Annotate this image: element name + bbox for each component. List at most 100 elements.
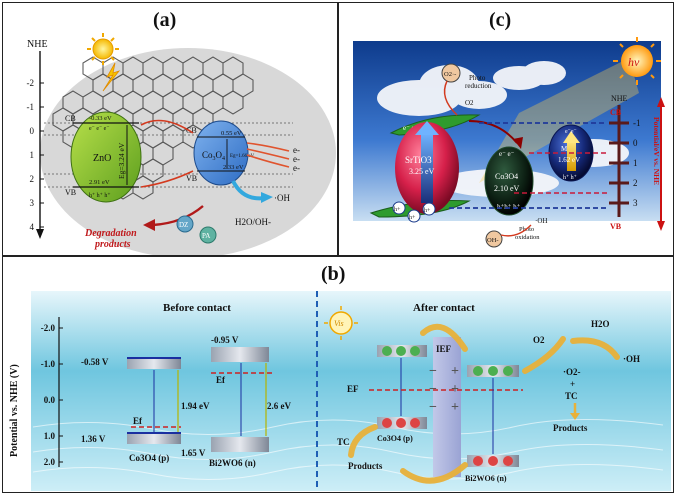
panel-c-diagram: hν e⁻ e⁻ e⁻ e⁻ SrTiO3 3.25 eV h+ h+ h+ O… bbox=[353, 37, 665, 248]
vis-label: Vis bbox=[334, 319, 344, 328]
y-tick: 0.0 bbox=[44, 395, 56, 405]
degradation-label-line2: products bbox=[94, 239, 131, 250]
zno-cb-label: CB bbox=[65, 114, 76, 123]
nhe-tick: 1 bbox=[633, 158, 638, 168]
vis-sun-icon bbox=[324, 306, 358, 340]
photo-reduction-line2: reduction bbox=[465, 82, 492, 90]
third-holes: h⁺ h⁺ bbox=[563, 175, 577, 181]
nhe-tick: -1 bbox=[27, 102, 35, 112]
after-contact-title: After contact bbox=[413, 302, 475, 314]
srtio3-holes: h+ h+ h+ bbox=[392, 201, 436, 223]
hole-transfer-arrow bbox=[140, 170, 194, 188]
co3o4-cb-label: CB bbox=[186, 126, 197, 135]
oxidation-arrow bbox=[500, 224, 532, 237]
panel-a-diagram: NHE -2 -1 0 1 2 3 4 ZnO Eg=3.24 e bbox=[27, 33, 336, 255]
co3o4-gap: 2.10 eV bbox=[494, 184, 520, 193]
co3o4-electrons: e⁻ e⁻ bbox=[499, 150, 515, 158]
products-right-label: Products bbox=[553, 423, 588, 433]
tc-right-label: TC bbox=[565, 391, 578, 401]
tc-left-label: TC bbox=[337, 437, 350, 447]
co3o4-vb-band bbox=[127, 433, 181, 444]
third-excitation-arrow bbox=[567, 141, 576, 171]
nhe-tick: 0 bbox=[633, 138, 638, 148]
co3o4-gap: 1.94 eV bbox=[181, 401, 210, 411]
electron-output-labels: e- e- e- bbox=[293, 145, 300, 173]
co3o4-name: Co3O4 bbox=[495, 172, 518, 181]
co3o4-cb-value: -0.58 V bbox=[81, 357, 109, 367]
co3o4-holes: h⁺h⁺ h⁺ bbox=[497, 203, 521, 211]
cb-label: CB bbox=[610, 108, 622, 117]
co3o4-bandgap: Eg=1.66 eV bbox=[230, 154, 255, 159]
nhe-tick: 3 bbox=[633, 198, 638, 208]
bi2wo6-gap: 2.6 eV bbox=[267, 401, 291, 411]
light-bolt bbox=[102, 62, 121, 92]
h2o-label: H2O bbox=[591, 319, 610, 329]
nhe-axis-ticks: -2 -1 0 1 2 3 4 bbox=[27, 78, 35, 232]
pa-molecule bbox=[199, 226, 217, 244]
reduction-arrow bbox=[443, 80, 458, 116]
co3o4-vb-label: VB bbox=[186, 174, 197, 183]
o2-label: O2 bbox=[533, 335, 545, 345]
zno-particle bbox=[70, 111, 142, 203]
bi2wo6-after-holes bbox=[473, 456, 513, 466]
nhe-tick: -2 bbox=[27, 78, 35, 88]
nhe-tick: -1 bbox=[633, 118, 641, 128]
zno-label: ZnO bbox=[93, 153, 111, 164]
y-axis-label: Potential vs. NHE (V) bbox=[9, 364, 20, 457]
co3o4-cb-value: 0.55 eV bbox=[221, 130, 242, 137]
co3o4-vb-value: 2.33 eV bbox=[223, 164, 244, 171]
panel-b-label: (b) bbox=[321, 263, 346, 285]
third-name: M bbox=[561, 145, 568, 153]
o2-radical-bubble bbox=[441, 63, 461, 83]
photo-reduction-label: Photo reduction bbox=[465, 74, 492, 90]
nhe-scale-ticks bbox=[609, 121, 629, 205]
panel-c-label: (c) bbox=[489, 9, 512, 31]
y-axis-ticks: -2.0 -1.0 0.0 1.0 2.0 bbox=[41, 323, 56, 467]
zno-holes: h⁺ h⁺ h⁺ bbox=[89, 193, 111, 199]
nhe-axis-label: NHE bbox=[27, 39, 48, 50]
vb-label: VB bbox=[610, 222, 622, 231]
zno-bandgap: Eg=3.24 eV bbox=[117, 142, 126, 179]
nhe-tick: 2 bbox=[633, 178, 638, 188]
co3o4-label: Co3O4 bbox=[202, 150, 225, 162]
ief-field bbox=[433, 337, 461, 477]
sun-icon bbox=[87, 33, 119, 65]
bi2wo6-after-name: Bi2WO6 (n) bbox=[465, 474, 507, 483]
ief-label: IEF bbox=[436, 344, 452, 354]
y-tick: -2.0 bbox=[41, 323, 56, 333]
y-tick: 2.0 bbox=[44, 457, 56, 467]
panel-a-label: (a) bbox=[153, 9, 177, 31]
bi2wo6-after-electrons bbox=[473, 366, 513, 376]
co3o4-after-holes bbox=[382, 418, 420, 428]
bi2wo6-cb-band bbox=[211, 347, 269, 362]
nhe-label: NHE bbox=[611, 94, 628, 103]
third-electrons: e⁻e⁻ bbox=[565, 129, 577, 135]
oh-ion-label: OH- bbox=[487, 237, 499, 244]
co3o4-after-electrons bbox=[382, 346, 420, 356]
dz-molecule bbox=[176, 215, 194, 233]
co3o4-vb-value: 1.36 V bbox=[81, 434, 106, 444]
ef-label: EF bbox=[347, 384, 359, 394]
plus-label: + bbox=[570, 379, 575, 389]
bi2wo6-cb-value: -0.95 V bbox=[211, 335, 239, 345]
svg-text:−: − bbox=[429, 400, 437, 415]
svg-text:−: − bbox=[429, 364, 437, 379]
srtio3-gap: 3.25 eV bbox=[409, 167, 435, 176]
o2-radical-label: ·O2- bbox=[563, 367, 581, 377]
hole-label: h+ bbox=[424, 208, 431, 214]
panel-b-diagram: Potential vs. NHE (V) -2.0 -1.0 0.0 1.0 … bbox=[9, 291, 671, 491]
reaction-arrows bbox=[348, 323, 620, 484]
electron-output-label: e- bbox=[293, 163, 300, 173]
svg-text:+: + bbox=[451, 382, 459, 397]
srtio3-name: SrTiO3 bbox=[405, 155, 432, 165]
dz-label: DZ bbox=[179, 221, 188, 229]
oh-radical-label: ·OH bbox=[535, 217, 547, 225]
nhe-tick: 3 bbox=[30, 198, 35, 208]
bi2wo6-ef: Ef bbox=[216, 375, 226, 385]
co3o4-name: Co3O4 (p) bbox=[129, 453, 169, 463]
water-label: H2O/OH- bbox=[235, 217, 271, 227]
bi2wo6-vb-band bbox=[211, 437, 269, 452]
hole-label: h+ bbox=[394, 207, 401, 213]
zno-cb-value: -0.33 eV bbox=[89, 115, 112, 122]
nhe-tick: 2 bbox=[30, 174, 35, 184]
